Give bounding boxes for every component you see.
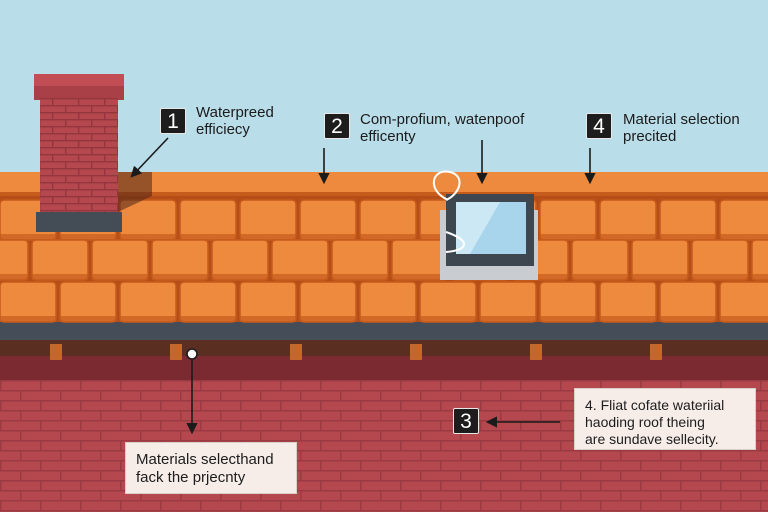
callout-4-line-2: precited xyxy=(623,128,677,145)
callout-3-line-1: 4. Fliat cofate wateriial xyxy=(585,397,725,413)
callout-4-line-1: Material selection xyxy=(623,111,740,128)
callout-2-badge: 2 xyxy=(324,113,350,139)
callout-4-badge: 4 xyxy=(586,113,612,139)
callout-3-line-2: haoding roof theing xyxy=(585,414,705,430)
roof-tile xyxy=(59,281,117,323)
callout-2-line-1: Com-profium, watenpoof xyxy=(360,111,525,128)
callout-4-label: Material selection precited xyxy=(623,111,740,145)
callout-1-line-1: Waterpreed xyxy=(196,104,274,121)
roof-tile xyxy=(479,281,537,323)
gutter-bracket xyxy=(290,344,302,360)
roof-tile xyxy=(179,199,237,241)
roof-tile xyxy=(151,239,209,281)
roof-tile xyxy=(211,239,269,281)
roof-tile xyxy=(659,199,717,241)
roof-tile xyxy=(91,239,149,281)
wall-shadow xyxy=(0,352,768,380)
roof-tile xyxy=(0,281,57,323)
callout-3-line-3: are sundave sellecity. xyxy=(585,431,719,447)
roof-tile xyxy=(271,239,329,281)
roof-tile xyxy=(419,281,477,323)
callout-3-badge: 3 xyxy=(453,408,479,434)
bottom-note-line-1: Materials selecthand xyxy=(136,451,274,468)
roof-tile xyxy=(299,199,357,241)
roof-tile xyxy=(359,281,417,323)
roof-tile xyxy=(539,199,597,241)
roof-tile xyxy=(179,281,237,323)
roof-tile xyxy=(0,239,29,281)
roof-tile xyxy=(539,281,597,323)
leader-arrows xyxy=(130,137,596,435)
roof-tile xyxy=(331,239,389,281)
roof-tile xyxy=(359,199,417,241)
gutter-bracket xyxy=(170,344,182,360)
roof-tile xyxy=(299,281,357,323)
bottom-note-box: Materials selecthand fack the prjecnty xyxy=(125,442,297,494)
callout-2-label: Com-profium, watenpoof efficenty xyxy=(360,111,524,145)
roof-tile xyxy=(719,281,768,323)
callout-2-line-2: efficenty xyxy=(360,128,416,145)
arrow-1 xyxy=(130,137,169,178)
ridge-cap xyxy=(0,172,768,194)
roof-tile xyxy=(659,281,717,323)
roof-tile xyxy=(571,239,629,281)
bottom-note-line-2: fack the prjecnty xyxy=(136,469,246,486)
chimney-icon xyxy=(34,74,152,232)
roof-tile xyxy=(119,281,177,323)
roof-tile xyxy=(719,199,768,241)
roof-tile xyxy=(31,239,89,281)
callout-1-badge: 1 xyxy=(160,108,186,134)
gutter-bracket xyxy=(410,344,422,360)
roof-tile xyxy=(391,239,449,281)
roof-tile xyxy=(631,239,689,281)
callout-1-line-2: efficiecy xyxy=(196,121,250,138)
roof-tile xyxy=(239,281,297,323)
roof-tiles xyxy=(0,199,768,323)
roof-tile xyxy=(599,199,657,241)
pin-dot xyxy=(186,348,198,360)
roof-tile xyxy=(751,239,768,281)
skylight-icon xyxy=(432,170,538,280)
gutter-brackets xyxy=(50,344,662,360)
gutter-bracket xyxy=(530,344,542,360)
roof-tile xyxy=(239,199,297,241)
callout-1-label: Waterpreed efficiecy xyxy=(196,104,274,138)
roof-tile xyxy=(691,239,749,281)
ridge-shadow xyxy=(0,192,768,196)
gutter-bracket xyxy=(50,344,62,360)
roof-tile xyxy=(599,281,657,323)
gutter-bracket xyxy=(650,344,662,360)
callout-3-box: 4. Fliat cofate wateriial haoding roof t… xyxy=(574,388,756,450)
